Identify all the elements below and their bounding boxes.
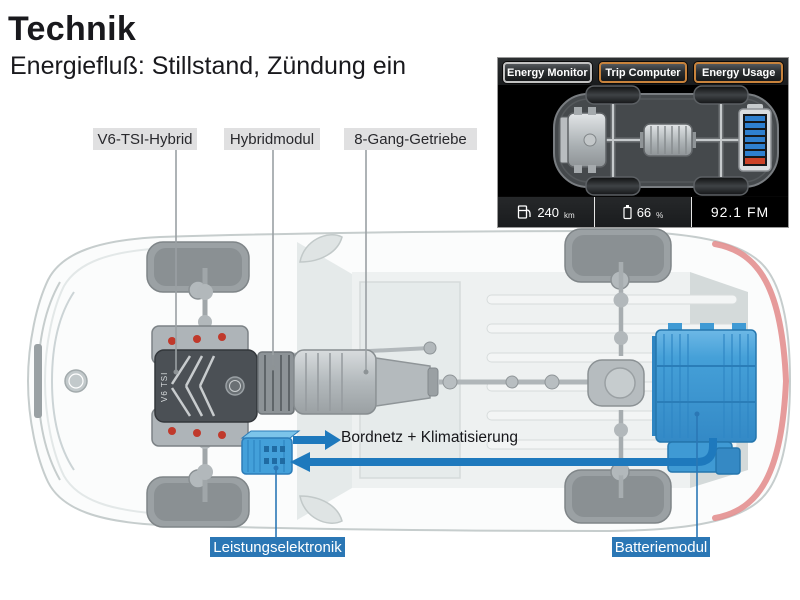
ignition-coils bbox=[168, 333, 226, 439]
tab-energy-monitor[interactable]: Energy Monitor bbox=[503, 62, 592, 83]
battery-module-illustration bbox=[652, 323, 757, 475]
label-hybrid-module: Hybridmodul bbox=[224, 128, 320, 150]
range-value: 240 bbox=[537, 204, 560, 220]
wheel-front-bottom bbox=[146, 469, 250, 528]
transmission-illustration bbox=[293, 349, 439, 415]
screen-connector-lines bbox=[598, 104, 746, 177]
battery-unit: % bbox=[656, 211, 664, 220]
battery-value: 66 bbox=[636, 204, 652, 220]
battery-status: 66 % bbox=[594, 197, 691, 227]
range-status: 240 km bbox=[498, 197, 594, 227]
vw-logo-icon bbox=[64, 369, 88, 393]
infotainment-screen: Energy Monitor Trip Computer Energy Usag… bbox=[497, 57, 789, 228]
mirror-bottom-icon bbox=[299, 495, 343, 524]
rear-driveshaft bbox=[438, 374, 588, 390]
screen-gearbox-icon bbox=[640, 123, 696, 157]
engine-vw-badge-icon bbox=[225, 376, 245, 396]
tab-trip-computer-label: Trip Computer bbox=[605, 66, 681, 79]
leader-lines bbox=[173, 150, 700, 537]
power-electronics-illustration bbox=[240, 430, 301, 475]
wheel-rear-top bbox=[564, 228, 672, 290]
screen-battery-icon bbox=[738, 104, 772, 172]
battery-icon bbox=[623, 205, 632, 220]
screen-engine-icon bbox=[559, 107, 607, 173]
screen-tab-bar: Energy Monitor Trip Computer Energy Usag… bbox=[498, 58, 788, 85]
tail-light-accent bbox=[712, 241, 790, 521]
rear-differential bbox=[587, 359, 645, 407]
label-engine: V6-TSI-Hybrid bbox=[93, 128, 197, 150]
engine-badge-text: V6 TSI bbox=[160, 372, 169, 402]
engine-illustration: V6 TSI bbox=[151, 325, 258, 447]
tab-trip-computer[interactable]: Trip Computer bbox=[598, 62, 688, 83]
wheels bbox=[146, 228, 672, 528]
label-battery-module: Batteriemodul bbox=[612, 537, 710, 557]
mirror-top-icon bbox=[299, 234, 343, 263]
license-plate bbox=[34, 344, 42, 418]
fuel-pump-icon bbox=[518, 205, 531, 219]
page-subtitle: Energiefluß: Stillstand, Zündung ein bbox=[10, 52, 407, 80]
label-power-electronics: Leistungselektronik bbox=[210, 537, 345, 557]
tab-energy-monitor-label: Energy Monitor bbox=[507, 66, 588, 79]
hybrid-module-illustration bbox=[257, 351, 295, 415]
screen-status-bar: 240 km 66 % 92.1 FM bbox=[498, 196, 788, 227]
screen-car-graphic bbox=[553, 85, 779, 196]
radio-station: 92.1 FM bbox=[710, 204, 770, 220]
flow-label: Bordnetz + Klimatisierung bbox=[341, 429, 519, 446]
tab-energy-usage[interactable]: Energy Usage bbox=[694, 62, 784, 83]
flow-arrow-right bbox=[293, 430, 341, 450]
label-transmission: 8-Gang-Getriebe bbox=[344, 128, 477, 150]
tab-energy-usage-label: Energy Usage bbox=[701, 66, 776, 79]
rear-axle bbox=[613, 262, 629, 498]
page-title: Technik bbox=[8, 10, 137, 48]
range-unit: km bbox=[564, 211, 575, 220]
radio-status: 92.1 FM bbox=[691, 197, 788, 227]
screen-energy-monitor-view bbox=[498, 85, 788, 196]
